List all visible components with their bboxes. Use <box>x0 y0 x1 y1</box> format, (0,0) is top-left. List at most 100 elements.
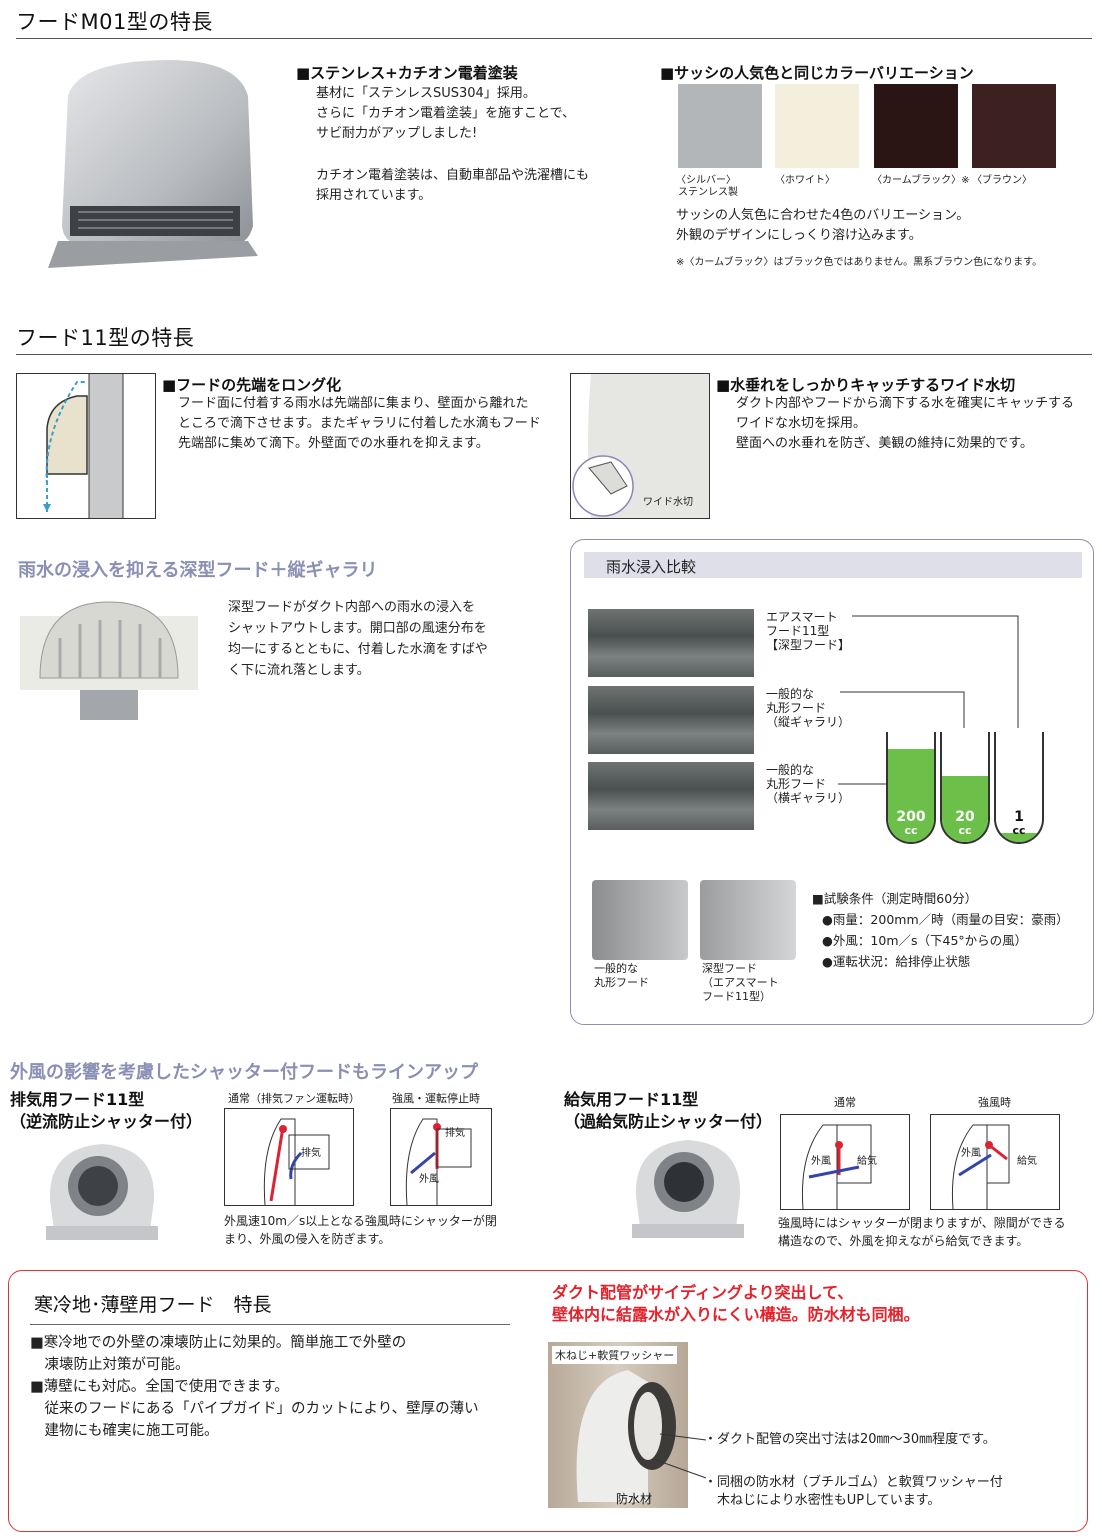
exhaust-title: 排気用フード11型 （逆流防止シャッター付） <box>10 1089 202 1133</box>
callout-lines <box>655 1433 707 1479</box>
tube-photo-airsmart <box>588 609 754 677</box>
label-line: 丸形フード <box>766 701 827 715</box>
supply-diagram-strong: 外風 給気 <box>930 1114 1060 1210</box>
cylinder-value: 1 cc <box>996 810 1042 838</box>
deep-line: 深型フードがダクト内部への雨水の浸入を <box>228 600 476 615</box>
round-hood-caption: 一般的な 丸形フード <box>594 962 649 990</box>
wide-line: ワイドな水切を採用。 <box>736 416 867 431</box>
shutter-title: 外風の影響を考慮したシャッター付フードもラインアップ <box>10 1062 478 1083</box>
long-tip-text: フード面に付着する雨水は先端部に集まり、壁面から離れた ところで滴下させます。ま… <box>178 394 558 454</box>
cylinder-value: 200 cc <box>888 810 934 838</box>
hood-m01-image <box>48 56 260 272</box>
cylinder-fill <box>942 776 988 842</box>
supply-arrow-label: 給気 <box>857 1156 877 1167</box>
cold-line: 従来のフードにある「パイプガイド」のカットにより、壁厚の薄い <box>30 1401 479 1417</box>
color-text: サッシの人気色に合わせた4色のバリエーション。 外観のデザインにしっくり溶け込み… <box>676 206 969 246</box>
caption-line: （エアスマート <box>702 976 779 989</box>
color-note: ※〈カームブラック〉はブラック色ではありません。黒系ブラウン色になります。 <box>676 257 1043 268</box>
stainless-heading: ■ステンレス+カチオン電着塗装 <box>296 64 518 82</box>
stainless-line: 基材に「ステンレスSUS304」採用。 <box>316 86 536 101</box>
color-heading: ■サッシの人気色と同じカラーバリエーション <box>660 64 974 82</box>
label-line: （縦ギャラリ） <box>766 715 851 729</box>
exhaust-hood-image <box>40 1140 164 1242</box>
deep-hood-caption: 深型フード （エアスマート フード11型） <box>702 962 779 1004</box>
cylinder-fill <box>996 833 1042 842</box>
title-line: （逆流防止シャッター付） <box>10 1112 203 1131</box>
cold-region-panel <box>8 1270 1088 1532</box>
caption-line: 深型フード <box>702 962 757 975</box>
divider <box>30 1324 510 1325</box>
deep-line: く下に流れ落とします。 <box>228 663 370 678</box>
tube-label-airsmart: エアスマート フード11型 【深型フード】 <box>766 610 850 652</box>
swatch-white <box>775 84 859 168</box>
supply-title: 給気用フード11型 （過給気防止シャッター付） <box>564 1089 772 1133</box>
stainless-line: カチオン電着塗装は、自動車部品や洗濯槽にも <box>316 168 590 183</box>
cold-line: 凍壊防止対策が可能。 <box>30 1357 190 1373</box>
supply-diagram-normal: 外風 給気 <box>780 1114 910 1210</box>
stainless-line: 採用されています。 <box>316 188 432 203</box>
round-hood-photo <box>592 880 688 960</box>
supply-diagram2-label: 強風時 <box>978 1096 1011 1109</box>
long-line: ところで滴下させます。またギャラリに付着した水滴もフード <box>178 416 541 431</box>
condition-item: ●雨量：200mm／時（雨量の目安：豪雨） <box>822 912 1069 927</box>
f11-section-title: フード11型の特長 <box>16 326 195 350</box>
stainless-text: 基材に「ステンレスSUS304」採用。 さらに「カチオン電着塗装」を施すことで、… <box>316 84 646 206</box>
note-line: 木ねじにより水密性もUPしています。 <box>704 1493 941 1508</box>
cold-hood-photo <box>548 1342 688 1508</box>
wide-drip-text: ダクト内部やフードから滴下する水を確実にキャッチする ワイドな水切を採用。 壁面… <box>736 394 1096 454</box>
divider <box>16 38 1092 39</box>
swatch-label: 〈シルバー〉 <box>676 175 736 186</box>
wide-line: ダクト内部やフードから滴下する水を確実にキャッチする <box>736 396 1075 411</box>
supply-line: 構造なので、外風を抑えながら給気できます。 <box>778 1234 1029 1248</box>
rain-comparison-header <box>584 552 1082 578</box>
conditions-heading: ■試験条件（測定時間60分） <box>812 891 978 906</box>
swatch-calm-black <box>874 84 958 168</box>
cylinder-airsmart: 200 cc <box>886 732 936 844</box>
long-tip-diagram <box>16 373 156 519</box>
unit-text: cc <box>1012 824 1026 837</box>
unit-text: cc <box>904 824 918 837</box>
caption-line: 一般的な <box>594 962 638 975</box>
deep-hood-title: 雨水の浸入を抑える深型フード＋縦ギャラリ <box>18 560 378 581</box>
cylinder-horizontal: 1 cc <box>994 732 1044 844</box>
exhaust-line: まり、外風の侵入を防ぎます。 <box>224 1232 391 1246</box>
unit-text: cc <box>958 824 972 837</box>
exhaust-line: 外風速10m／s以上となる強風時にシャッターが閉 <box>224 1214 497 1228</box>
waterproof-label: 防水材 <box>616 1492 653 1506</box>
cold-line: ■寒冷地での外壁の凍壊防止に効果的。簡単施工で外壁の <box>30 1335 407 1351</box>
swatch-brown <box>972 84 1056 168</box>
condition-item: ●外風：10m／s（下45°からの風） <box>822 933 1028 948</box>
rain-comparison-panel <box>570 539 1094 1025</box>
color-line: サッシの人気色に合わせた4色のバリエーション。 <box>676 208 970 223</box>
exhaust-arrow-label: 排気 <box>445 1128 465 1139</box>
value-text: 20 <box>955 809 975 825</box>
deep-hood-text: 深型フードがダクト内部への雨水の浸入を シャットアウトします。開口部の風速分布を… <box>228 597 528 681</box>
wide-line: 壁面への水垂れを防ぎ、美観の維持に効果的です。 <box>736 436 1034 451</box>
exhaust-diagram2-label: 強風・運転停止時 <box>392 1092 480 1105</box>
test-conditions: ■試験条件（測定時間60分） ●雨量：200mm／時（雨量の目安：豪雨） ●外風… <box>812 888 1069 972</box>
long-line: フード面に付着する雨水は先端部に集まり、壁面から離れた <box>178 396 529 411</box>
supply-hood-image <box>626 1136 750 1240</box>
deep-hood-photo <box>700 880 796 960</box>
tube-photo-horizontal <box>588 762 754 830</box>
title-line: 排気用フード11型 <box>10 1090 145 1109</box>
label-line: 一般的な <box>766 763 815 777</box>
exhaust-arrow-label: 排気 <box>301 1148 321 1159</box>
label-line: （横ギャラリ） <box>766 791 851 805</box>
title-line: 給気用フード11型 <box>564 1090 699 1109</box>
cold-note1: ・ダクト配管の突出寸法は20㎜～30㎜程度です。 <box>704 1432 996 1447</box>
label-line: エアスマート <box>766 610 838 624</box>
color-line: 外観のデザインにしっくり溶け込みます。 <box>676 228 922 243</box>
swatch-silver <box>678 84 762 168</box>
label-line: フード11型 <box>766 624 830 638</box>
red-line: 壁体内に結露水が入りにくい構造。防水材も同梱。 <box>552 1305 920 1324</box>
deep-hood-image <box>20 598 198 720</box>
exhaust-text: 外風速10m／s以上となる強風時にシャッターが閉 まり、外風の侵入を防ぎます。 <box>224 1212 497 1248</box>
cylinder-value: 20 cc <box>942 810 988 838</box>
cold-line: 建物にも確実に施工可能。 <box>30 1423 219 1439</box>
m01-section-title: フードM01型の特長 <box>16 10 213 34</box>
caption-line: 丸形フード <box>594 976 649 989</box>
cold-region-text: ■寒冷地での外壁の凍壊防止に効果的。簡単施工で外壁の 凍壊防止対策が可能。 ■薄… <box>30 1332 479 1442</box>
value-text: 200 <box>896 809 926 825</box>
deep-line: 均一にするとともに、付着した水滴をすばや <box>228 642 488 657</box>
